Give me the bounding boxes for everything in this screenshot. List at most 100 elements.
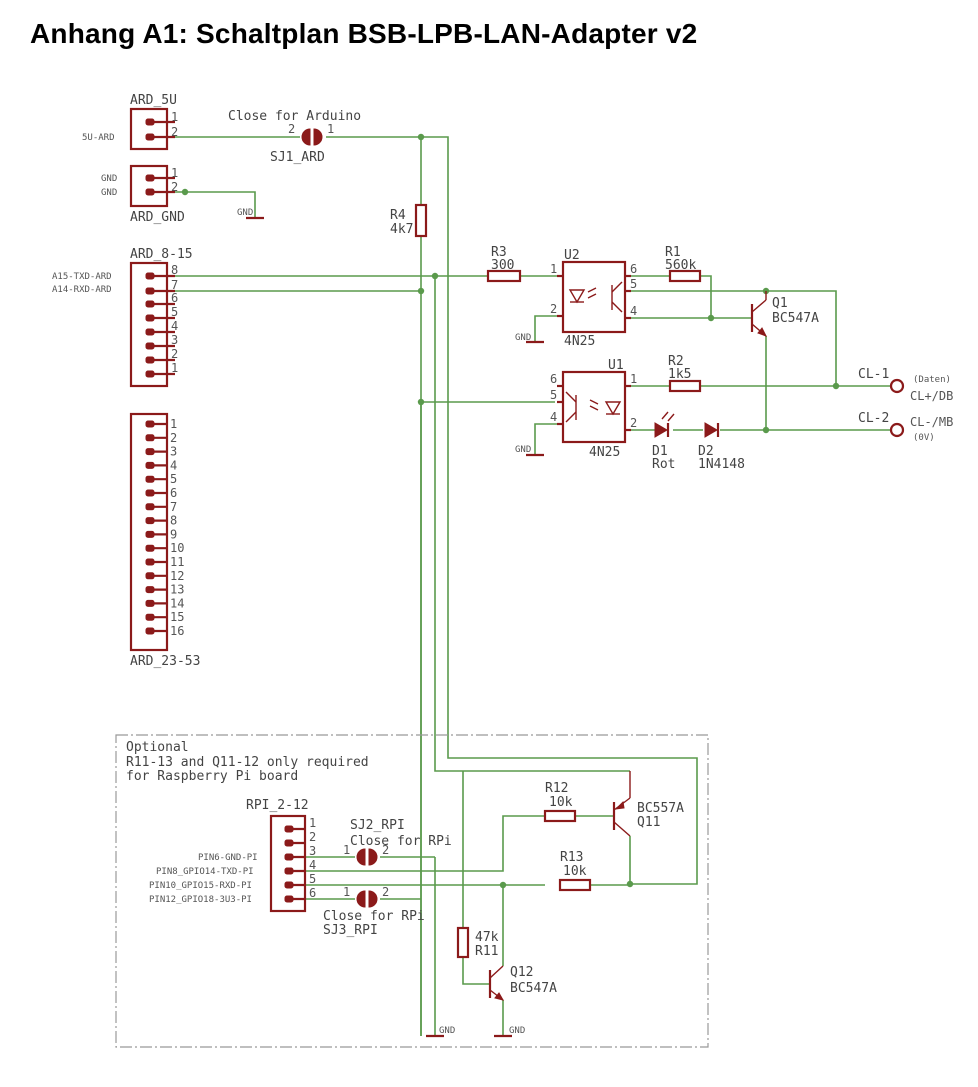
u2-type: 4N25 xyxy=(564,334,595,349)
pin-socket xyxy=(145,599,155,607)
optional-line-3: for Raspberry Pi board xyxy=(126,769,298,784)
pin-label: 8 xyxy=(170,514,177,528)
r4-value: 4k7 xyxy=(390,222,413,237)
signal-label-gnd: GND xyxy=(101,188,117,198)
u1-type: 4N25 xyxy=(589,445,620,460)
jumper-sj3: 1 2 Close for RPi SJ3_RPI xyxy=(323,885,425,938)
header-rpi-2-12: RPI_2-12 1 2 3 4 5 6 PIN6-GND-PI PIN8_GP… xyxy=(149,798,316,913)
pin-label: 4 xyxy=(309,858,316,872)
pin-socket xyxy=(145,544,155,552)
rpi-signal-label: PIN8_GPIO14-TXD-PI xyxy=(156,867,254,877)
optional-line-1: Optional xyxy=(126,740,189,755)
pin-label: 2 xyxy=(170,431,177,445)
pin-label: 4 xyxy=(171,319,178,333)
sj2-name: SJ2_RPI xyxy=(350,818,405,833)
sj2-note: Close for RPi xyxy=(350,834,452,849)
resistor-r2: R2 1k5 xyxy=(668,354,702,393)
pin-label: 2 xyxy=(630,416,637,430)
pin-label: 5 xyxy=(309,872,316,886)
r12-value: 10k xyxy=(549,795,573,810)
header-ard-5v-name: ARD_5U xyxy=(130,93,177,108)
header-rpi-name: RPI_2-12 xyxy=(246,798,309,813)
diode-d2: D2 1N4148 xyxy=(698,422,745,472)
header-ard-gnd: 1 2 GND GND ARD_GND GND xyxy=(101,164,264,225)
page-title: Anhang A1: Schaltplan BSB-LPB-LAN-Adapte… xyxy=(30,18,698,49)
q12-type: BC547A xyxy=(510,981,557,996)
wire-u2-gnd xyxy=(534,315,557,342)
header-ard-8-15: ARD_8-15 8 7 6 5 4 3 2 1 A1 xyxy=(52,247,193,388)
r13-value: 10k xyxy=(563,864,587,879)
wire-rpi-pin4 xyxy=(305,815,545,872)
optocoupler-u2: U2 4N25 1 2 6 5 4 GND xyxy=(515,248,637,349)
pin-label: 4 xyxy=(630,304,637,318)
pin-socket xyxy=(145,517,155,525)
pin-label: 1 xyxy=(171,361,178,375)
cl1-note: (Daten) xyxy=(913,375,951,385)
d2-value: 1N4148 xyxy=(698,457,745,472)
pin-label: 1 xyxy=(170,417,177,431)
pin-label: 2 xyxy=(382,885,389,899)
pin-label: 7 xyxy=(171,278,178,292)
r12-name: R12 xyxy=(545,781,568,796)
pin-label: 1 xyxy=(343,885,350,899)
pin-label: 5 xyxy=(630,277,637,291)
transistor-q12: Q12 BC547A xyxy=(488,965,557,1001)
rpi-signal-label: PIN12_GPIO18-3U3-PI xyxy=(149,895,252,905)
header-ard-gnd-name: ARD_GND xyxy=(130,210,185,225)
pin-label: 2 xyxy=(382,843,389,857)
pin-label: 8 xyxy=(171,263,178,277)
connector-cl2: CL-2 CL-/MB (0V) xyxy=(858,411,953,443)
gnd-label: GND xyxy=(237,208,253,218)
pin-label: 11 xyxy=(170,555,184,569)
u2-name: U2 xyxy=(564,248,580,263)
pin-socket xyxy=(145,461,155,469)
pin-label: 10 xyxy=(170,541,184,555)
junctions xyxy=(181,133,840,889)
pin-label: 2 xyxy=(309,830,316,844)
pin-label: 5 xyxy=(170,472,177,486)
pin-socket xyxy=(145,475,155,483)
pin-label: 9 xyxy=(170,527,177,541)
pin-label: 15 xyxy=(170,610,184,624)
r1-value: 560k xyxy=(665,258,696,273)
pin-label: 14 xyxy=(170,596,184,610)
signal-label-gnd: GND xyxy=(101,174,117,184)
wire-ard-gnd xyxy=(175,191,256,218)
u1-name: U1 xyxy=(608,358,624,373)
r11-value: 47k xyxy=(475,930,499,945)
cl2-name: CL-2 xyxy=(858,411,889,426)
pin-label: 13 xyxy=(170,583,184,597)
pin-socket xyxy=(145,572,155,580)
cl1-pin: CL+/DB xyxy=(910,389,953,403)
r2-name: R2 xyxy=(668,354,684,369)
jumper-sj2: SJ2_RPI Close for RPi 1 2 xyxy=(343,818,452,866)
gnd-symbols-rpi: GND GND xyxy=(426,1026,525,1038)
pin-label: 4 xyxy=(550,410,557,424)
pin-label: 2 xyxy=(550,302,557,316)
resistor-r3: R3 300 xyxy=(486,245,522,283)
signal-label-txd: A15-TXD-ARD xyxy=(52,272,112,282)
pin-socket xyxy=(145,503,155,511)
resistor-r12: R12 10k xyxy=(543,781,577,823)
r2-value: 1k5 xyxy=(668,367,691,382)
diode-d1: D1 Rot xyxy=(652,411,675,472)
pin-label: 1 xyxy=(343,843,350,857)
r1-name: R1 xyxy=(665,245,681,260)
pin-label: 2 xyxy=(171,347,178,361)
rpi-signal-label: PIN6-GND-PI xyxy=(198,853,258,863)
connector-cl1: CL-1 (Daten) CL+/DB xyxy=(858,367,953,403)
r3-value: 300 xyxy=(491,258,514,273)
sj1-name: SJ1_ARD xyxy=(270,150,325,165)
header-ard-8-15-name: ARD_8-15 xyxy=(130,247,193,262)
pin-label: 2 xyxy=(171,180,178,194)
d2-name: D2 xyxy=(698,444,714,459)
pin-label: 3 xyxy=(171,333,178,347)
pin-label: 6 xyxy=(170,486,177,500)
pin-label: 6 xyxy=(171,291,178,305)
header-ard-23-53-name: ARD_23-53 xyxy=(130,654,200,669)
pin-label: 3 xyxy=(309,844,316,858)
q12-name: Q12 xyxy=(510,965,533,980)
pin-socket xyxy=(145,448,155,456)
